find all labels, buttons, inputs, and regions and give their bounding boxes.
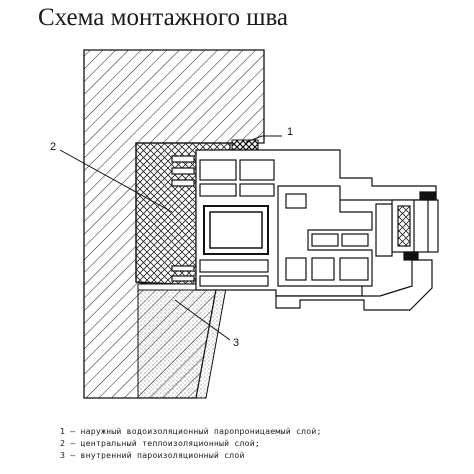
- legend-item-1: 1 — наружный водоизоляционный паропрониц…: [60, 426, 322, 436]
- callout-3: 3: [233, 337, 239, 349]
- page-title: Схема монтажного шва: [38, 4, 289, 31]
- legend: 1 — наружный водоизоляционный паропрониц…: [60, 425, 460, 462]
- window-frame-profile: [171, 149, 439, 311]
- inner-vapor-barrier: [137, 283, 227, 399]
- callout-leaders: [59, 135, 282, 341]
- callout-2: 2: [50, 141, 56, 153]
- callout-1: 1: [287, 126, 293, 138]
- legend-item-3: 3 — внутренний пароизоляционный слой: [60, 450, 245, 461]
- legend-item-2: 2 — центральный теплоизоляционный слой;: [60, 438, 261, 449]
